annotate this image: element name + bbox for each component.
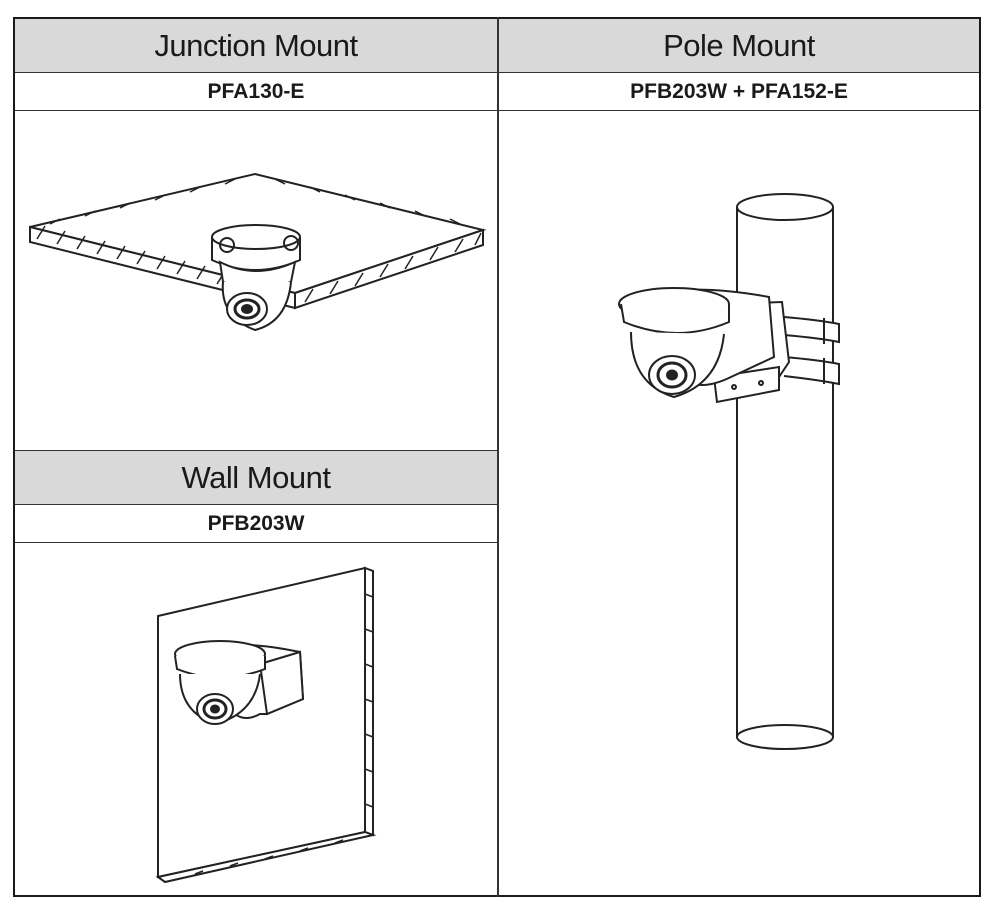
junction-mount-model-row: PFA130-E [15,73,497,111]
column-divider [497,17,499,897]
pole-mount-model: PFB203W + PFA152-E [630,79,848,103]
pole-mount-camera-icon [499,112,979,896]
pole-mount-title: Pole Mount [663,27,815,63]
pole-mount-header: Pole Mount [499,19,979,73]
wall-mount-header: Wall Mount [15,450,497,505]
wall-mount-camera-icon [15,544,497,896]
ceiling-junction-mount-camera-icon [15,112,497,448]
wall-mount-model: PFB203W [207,511,305,535]
wall-mount-model-row: PFB203W [15,505,497,543]
wall-mount-title: Wall Mount [181,459,331,495]
junction-mount-title: Junction Mount [154,27,358,63]
junction-mount-model: PFA130-E [207,79,305,103]
junction-mount-header: Junction Mount [15,19,497,73]
pole-mount-model-row: PFB203W + PFA152-E [499,73,979,111]
